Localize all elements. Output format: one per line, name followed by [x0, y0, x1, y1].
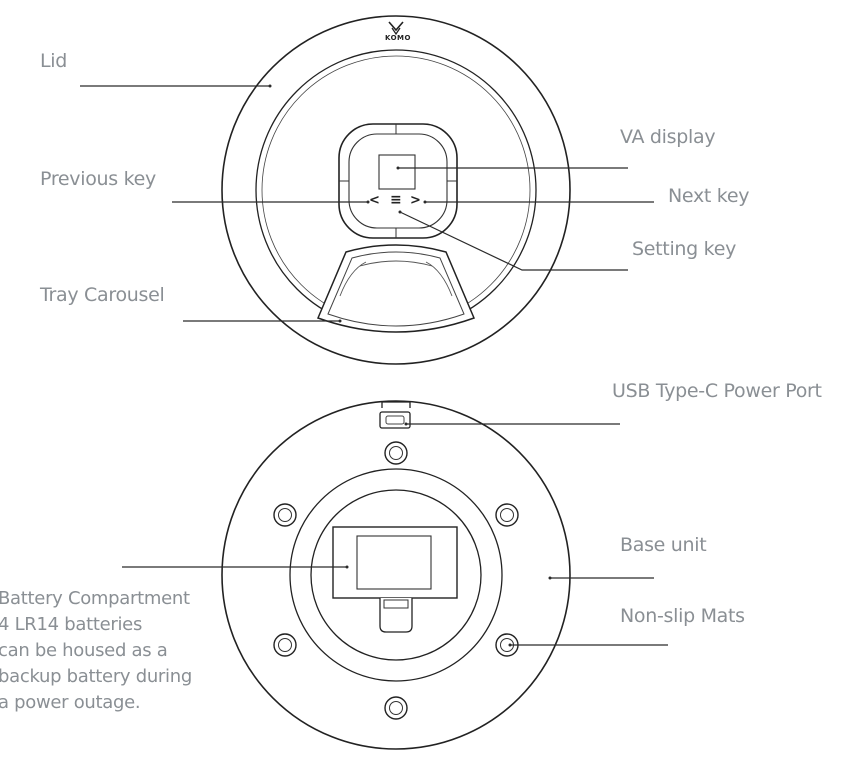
lid-top-view [80, 15, 654, 365]
battery-line: a power outage. [0, 692, 141, 713]
label-next-key: Next key [668, 185, 750, 207]
label-va-display: VA display [620, 126, 716, 148]
label-setting-key: Setting key [632, 238, 737, 260]
brand-text: KOMO [385, 34, 411, 42]
previous-key[interactable]: < [369, 193, 380, 208]
tray-carousel [316, 244, 476, 333]
label-tray-carousel: Tray Carousel [40, 284, 165, 306]
non-slip-mats [273, 441, 519, 720]
label-previous-key: Previous key [40, 168, 156, 190]
brand-logo [388, 21, 404, 36]
label-non-slip-mats: Non-slip Mats [620, 605, 745, 627]
label-battery-compartment: Battery Compartment 4 LR14 batteries can… [0, 586, 192, 716]
label-base-unit: Base unit [620, 534, 707, 556]
battery-line: Battery Compartment [0, 588, 190, 609]
battery-compartment [332, 526, 458, 633]
leader-setting-key [399, 211, 628, 271]
battery-line: 4 LR14 batteries [0, 614, 143, 635]
control-panel [338, 123, 458, 239]
battery-line: backup battery during [0, 666, 192, 687]
label-lid: Lid [40, 50, 68, 72]
label-usb-port: USB Type-C Power Port [612, 380, 822, 402]
battery-line: can be housed as a [0, 640, 168, 661]
next-key[interactable]: > [410, 193, 421, 208]
usb-port [379, 401, 411, 429]
setting-key[interactable]: ≡ [390, 192, 402, 208]
base-bottom-view [122, 400, 668, 750]
va-display-screen [378, 154, 416, 190]
